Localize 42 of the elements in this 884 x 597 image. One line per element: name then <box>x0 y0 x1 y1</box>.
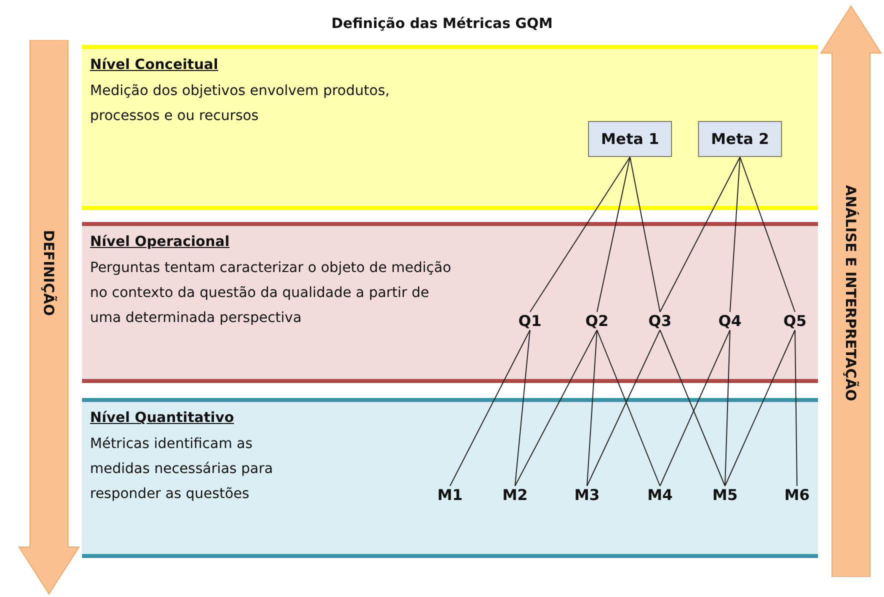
level-heading: Nível Quantitativo <box>90 410 234 426</box>
node-label: M5 <box>712 486 738 504</box>
up-arrow <box>820 5 882 577</box>
connector-line <box>596 156 630 312</box>
down-arrow <box>18 40 80 595</box>
diagram-title: Definição das Métricas GQM <box>330 16 554 32</box>
node-label: Q3 <box>648 312 672 330</box>
connector-line <box>530 156 630 312</box>
connector-line <box>724 330 730 486</box>
node-label: Q1 <box>518 312 542 330</box>
connector-line <box>514 330 530 486</box>
level-description: Métricas identificam as medidas necessárias para responder as questões <box>90 435 274 504</box>
goal-box <box>588 121 672 157</box>
level-description: Perguntas tentam caracterizar o objeto de medição no contexto da questão da qualidade a partir de uma determinada perspectiva <box>90 259 452 328</box>
goal-label: Meta 2 <box>710 130 770 148</box>
arrow-label: ANÁLISE E INTERPRETAÇÃO <box>842 185 858 402</box>
connector-line <box>586 330 598 486</box>
node-label: M2 <box>502 486 528 504</box>
connector-line <box>724 330 796 486</box>
goal-box <box>698 121 782 157</box>
connector-line <box>660 156 740 312</box>
level-heading: Nível Conceitual <box>90 57 218 73</box>
arrow-label: DEFINIÇÃO <box>40 230 56 316</box>
node-label: Q2 <box>585 312 609 330</box>
goal-label: Meta 1 <box>600 130 660 148</box>
node-label: M4 <box>647 486 673 504</box>
connector-line <box>730 156 740 312</box>
node-label: M1 <box>437 486 463 504</box>
level-band <box>82 398 818 558</box>
level-band <box>82 222 818 383</box>
node-label: Q4 <box>718 312 742 330</box>
connector-line <box>514 330 598 486</box>
node-label: M3 <box>574 486 600 504</box>
level-band <box>82 45 818 210</box>
connector-line <box>794 330 798 486</box>
node-label: Q5 <box>783 312 807 330</box>
connector-line <box>630 156 660 312</box>
level-description: Medição dos objetivos envolvem produtos, processos e ou recursos <box>90 82 391 126</box>
connector-line <box>740 156 796 312</box>
node-label: M6 <box>784 486 810 504</box>
connector-line <box>450 330 530 486</box>
level-heading: Nível Operacional <box>90 234 230 250</box>
